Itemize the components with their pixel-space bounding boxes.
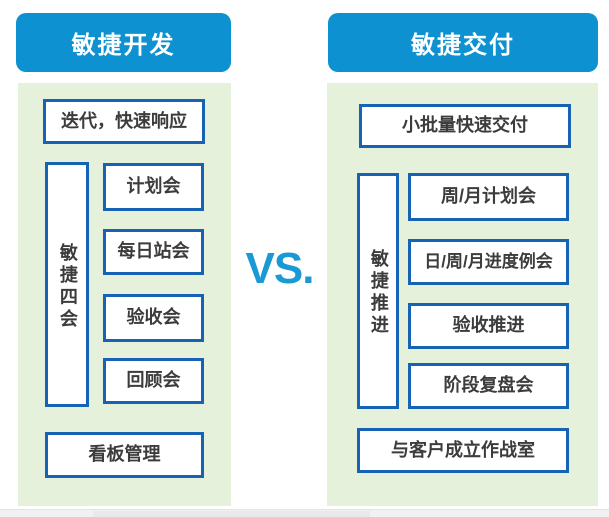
right-header-agile-delivery: 敏捷交付 — [328, 13, 598, 72]
left-header-agile-development: 敏捷开发 — [16, 13, 231, 72]
left-meeting-acceptance: 验收会 — [103, 294, 204, 342]
right-panel: 小批量快速交付 敏捷推进 周/月计划会 日/周/月进度例会 验收推进 阶段复盘会… — [327, 83, 598, 506]
left-panel: 迭代，快速响应 敏捷四会 计划会 每日站会 验收会 回顾会 看板管理 — [18, 83, 231, 506]
right-group-box-agile-push: 敏捷推进 — [357, 173, 399, 409]
left-meeting-retrospective: 回顾会 — [103, 358, 204, 404]
right-group-label: 敏捷推进 — [368, 249, 389, 337]
left-meeting-planning: 计划会 — [103, 163, 204, 211]
right-bottom-box-war-room: 与客户成立作战室 — [357, 428, 569, 473]
left-group-box-four-meetings: 敏捷四会 — [45, 162, 89, 407]
horizontal-scrollbar-track[interactable] — [0, 509, 609, 517]
vs-label: VS. — [245, 244, 315, 293]
right-top-box-small-batch-delivery: 小批量快速交付 — [359, 104, 571, 148]
right-meeting-stage-review: 阶段复盘会 — [408, 363, 569, 409]
right-meeting-weekly-monthly-planning: 周/月计划会 — [408, 173, 569, 221]
horizontal-scrollbar-thumb[interactable] — [93, 511, 370, 517]
left-meeting-daily-standup: 每日站会 — [103, 229, 204, 275]
right-meeting-acceptance-push: 验收推进 — [408, 303, 569, 349]
right-meeting-progress-regular: 日/周/月进度例会 — [408, 239, 569, 285]
left-group-label: 敏捷四会 — [57, 242, 78, 331]
left-bottom-box-kanban: 看板管理 — [45, 432, 204, 478]
left-top-box-iteration: 迭代，快速响应 — [43, 99, 205, 144]
